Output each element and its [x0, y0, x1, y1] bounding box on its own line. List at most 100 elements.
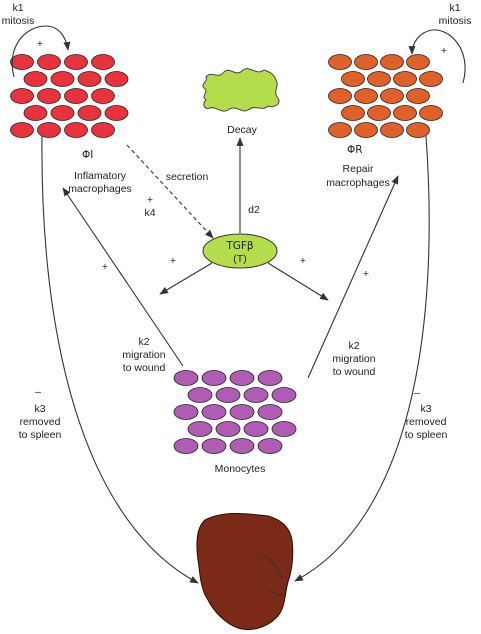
- inflammatory-macrophage-cluster: [10, 54, 129, 138]
- inflammatory-macrophage-cell: [37, 54, 61, 70]
- repair-macrophage-cell: [406, 88, 430, 104]
- repair-macrophage-cell: [367, 105, 391, 121]
- repair-macrophage-cell: [380, 122, 404, 138]
- inflammatory-macrophage-cell: [104, 71, 129, 87]
- removal-right-line2: to spleen: [405, 429, 448, 441]
- repair-macrophage-cell: [354, 54, 378, 70]
- inflammatory-macrophage-cell: [77, 105, 102, 121]
- repair-name-line2: macrophages: [326, 177, 390, 189]
- inflammatory-macrophage-cell: [10, 54, 34, 70]
- monocyte-cell: [173, 370, 199, 386]
- spleen: [196, 513, 294, 631]
- removal-left-line1: removed: [20, 416, 61, 428]
- monocyte-cell: [229, 438, 255, 454]
- secretion-rate: k4: [144, 207, 155, 219]
- monocytes-label: Monocytes: [215, 463, 266, 475]
- removal-arrow-left: [41, 135, 199, 584]
- repair-macrophage-cell: [354, 88, 378, 104]
- repair-mitosis-rate: k1: [449, 2, 460, 14]
- repair-macrophage-cell: [354, 122, 378, 138]
- repair-macrophage-cell: [367, 71, 391, 87]
- inflammatory-macrophage-cell: [64, 88, 88, 104]
- monocyte-cell: [173, 404, 199, 420]
- inflammatory-macrophage-cell: [23, 105, 48, 121]
- monocyte-cell: [201, 438, 227, 454]
- monocyte-cell: [187, 387, 213, 403]
- tgf-effect-sign-left: +: [170, 255, 176, 267]
- removal-right-line1: removed: [406, 416, 447, 428]
- tgf-effect-arrow-right: [267, 262, 329, 301]
- monocyte-cell: [257, 438, 283, 454]
- mitosis-arrow-inflammatory: [11, 25, 71, 78]
- repair-macrophage-cell: [328, 54, 352, 70]
- migration-right-rate: k2: [348, 340, 359, 352]
- repair-macrophage-cell: [341, 105, 365, 121]
- repair-macrophage-cell: [406, 54, 430, 70]
- inflammatory-macrophage-cell: [37, 88, 61, 104]
- repair-macrophage-cell: [380, 54, 404, 70]
- inflammatory-macrophage-cell: [91, 54, 115, 70]
- repair-mitosis-label: mitosis: [439, 15, 472, 27]
- inflammatory-name-line1: Inflamatory: [74, 170, 127, 182]
- monocyte-cell: [201, 404, 227, 420]
- monocyte-cell: [229, 370, 255, 386]
- removal-right-sign: –: [414, 387, 420, 399]
- inflammatory-macrophage-cell: [64, 54, 88, 70]
- monocyte-cell: [271, 387, 297, 403]
- inflammatory-symbol: ΦI: [82, 149, 93, 161]
- inflammatory-macrophage-cell: [10, 88, 34, 104]
- mitosis-arrow-repair: [408, 29, 466, 84]
- tgf-label-line1: TGFβ: [225, 240, 253, 252]
- removal-left-sign: –: [35, 386, 41, 398]
- migration-arrow-right: [307, 175, 399, 379]
- inflammatory-macrophage-cell: [10, 122, 34, 138]
- inflammatory-macrophage-cell: [64, 122, 88, 138]
- repair-macrophage-cell: [419, 71, 443, 87]
- monocyte-cell: [243, 387, 269, 403]
- monocyte-cell: [229, 404, 255, 420]
- migration-right-line1: migration: [332, 353, 375, 365]
- monocyte-cell: [173, 438, 199, 454]
- monocyte-cell: [271, 421, 297, 437]
- monocyte-cell: [187, 421, 213, 437]
- inflammatory-macrophage-cell: [91, 88, 115, 104]
- removal-left-line2: to spleen: [19, 429, 62, 441]
- spleen-fold-line: [267, 589, 287, 597]
- monocyte-cluster: [173, 370, 297, 454]
- repair-mitosis-sign: +: [441, 45, 447, 57]
- inflammatory-macrophage-cell: [91, 122, 115, 138]
- inflammatory-macrophage-cell: [23, 71, 48, 87]
- monocyte-cell: [215, 387, 241, 403]
- migration-left-rate: k2: [138, 336, 149, 348]
- decay-label: Decay: [227, 124, 258, 136]
- migration-left-line1: migration: [122, 349, 165, 361]
- inflammatory-name-line2: macrophages: [68, 183, 132, 195]
- inflammatory-mitosis-label: mitosis: [2, 15, 35, 27]
- secretion-label: secretion: [166, 171, 209, 183]
- tgf-label-line2: (T): [233, 253, 246, 265]
- tgf-beta-node: [202, 233, 278, 269]
- decay-rate: d2: [248, 204, 260, 216]
- monocyte-cell: [257, 370, 283, 386]
- repair-macrophage-cell: [419, 105, 443, 121]
- repair-macrophage-cell: [380, 88, 404, 104]
- repair-macrophage-cell: [393, 105, 417, 121]
- repair-name-line1: Repair: [343, 163, 374, 175]
- inflammatory-macrophage-cell: [50, 71, 75, 87]
- removal-right-rate: k3: [420, 403, 431, 415]
- repair-macrophage-cell: [341, 71, 365, 87]
- inflammatory-macrophage-cell: [104, 105, 129, 121]
- monocyte-cell: [243, 421, 269, 437]
- repair-macrophage-cell: [393, 71, 417, 87]
- inflammatory-mitosis-rate: k1: [12, 2, 23, 14]
- inflammatory-mitosis-sign: +: [37, 38, 43, 50]
- migration-right-line2: to wound: [333, 366, 376, 378]
- repair-symbol: ΦR: [347, 144, 363, 156]
- spleen-fold-line: [261, 554, 283, 579]
- decay-blob: [202, 68, 280, 112]
- inflammatory-macrophage-cell: [77, 71, 102, 87]
- secretion-arrow: [126, 144, 214, 239]
- repair-macrophage-cell: [406, 122, 430, 138]
